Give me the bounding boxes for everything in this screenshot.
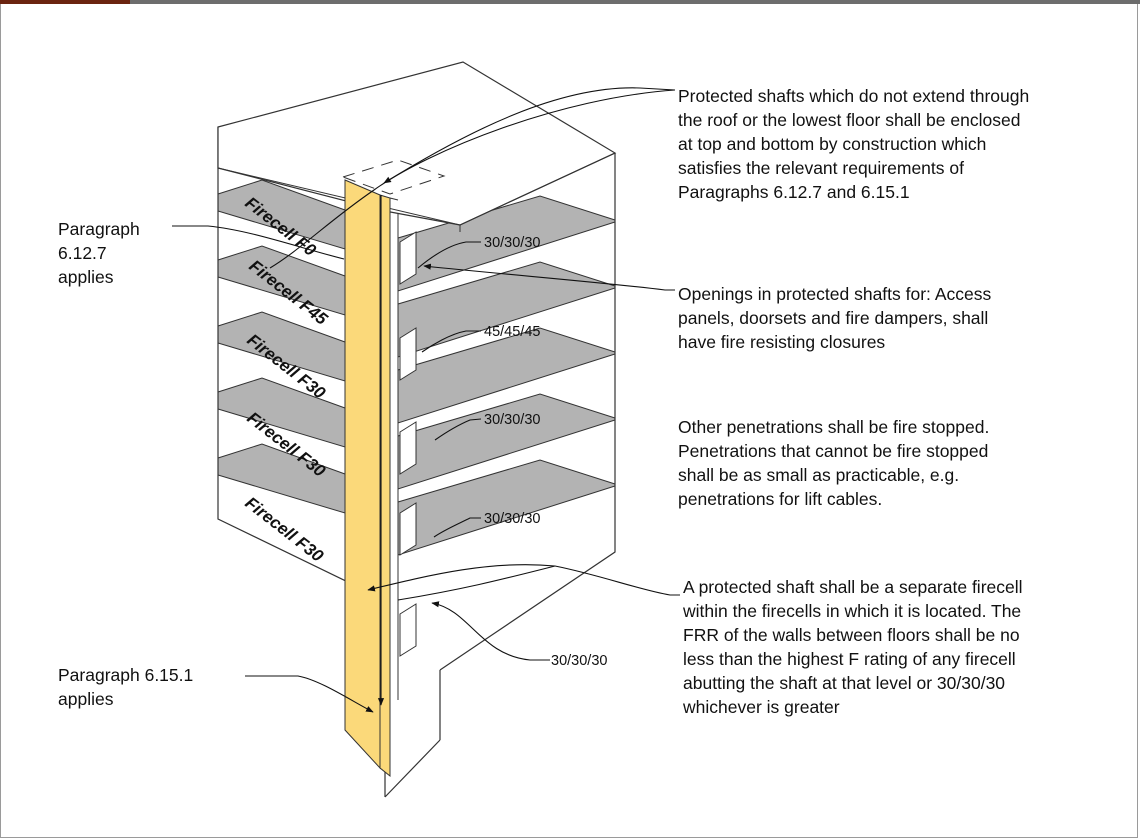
note-paragraph-6127: Paragraph 6.12.7 applies xyxy=(58,219,140,287)
shaft-opening xyxy=(399,231,417,285)
leader-rating-3 xyxy=(434,418,482,441)
roof-shaft-dashed-outline xyxy=(341,159,446,195)
shaft-front-face xyxy=(344,179,381,770)
leader-paragraph-6127 xyxy=(172,225,345,260)
diagram-frame xyxy=(0,4,1138,838)
rating-label-3: 30/30/30 xyxy=(484,511,540,527)
building-structure xyxy=(217,61,617,798)
shaft-side-face xyxy=(379,194,391,778)
top-bar xyxy=(0,0,1140,4)
leader-separate-firecell-shaft xyxy=(397,565,556,601)
rating-label-2: 30/30/30 xyxy=(484,412,540,428)
note-openings: Openings in protected shafts for: Access… xyxy=(678,284,992,352)
leader-protected-shafts-floor xyxy=(269,89,676,269)
leader-rating-bottom xyxy=(431,601,550,661)
note-protected-shafts: Protected shafts which do not extend thr… xyxy=(678,86,1030,202)
floor-slab-left xyxy=(217,443,346,514)
protected-shaft xyxy=(344,179,399,778)
note-paragraph-6151: Paragraph 6.15.1 applies xyxy=(58,665,194,709)
rating-label-1: 45/45/45 xyxy=(484,324,540,340)
rating-label-0: 30/30/30 xyxy=(484,235,540,251)
shaft-opening xyxy=(399,421,417,475)
rating-label-4: 30/30/30 xyxy=(551,653,607,669)
leader-rating-4 xyxy=(433,517,481,538)
leader-lines xyxy=(172,87,680,713)
shaft-top-edge xyxy=(389,197,399,201)
leader-rating-2 xyxy=(421,330,481,353)
shaft-opening xyxy=(399,502,417,556)
leader-openings xyxy=(423,263,675,291)
leader-paragraph-6151 xyxy=(245,675,374,713)
leader-separate-firecell xyxy=(367,564,680,596)
building-base-edge xyxy=(384,739,441,798)
note-penetrations: Other penetrations shall be fire stopped… xyxy=(678,417,990,509)
shaft-opening xyxy=(399,603,417,657)
top-bar-accent xyxy=(0,0,130,4)
leader-protected-shafts-top xyxy=(383,87,676,184)
shaft-openings xyxy=(399,231,417,657)
leader-rating-1 xyxy=(417,241,481,269)
building-right-edge xyxy=(439,153,616,671)
rating-labels: 30/30/30 45/45/45 30/30/30 30/30/30 30/30/30 xyxy=(484,235,607,669)
shaft-opening xyxy=(399,327,417,381)
note-separate-firecell: A protected shaft shall be a separate fi… xyxy=(683,577,1023,717)
